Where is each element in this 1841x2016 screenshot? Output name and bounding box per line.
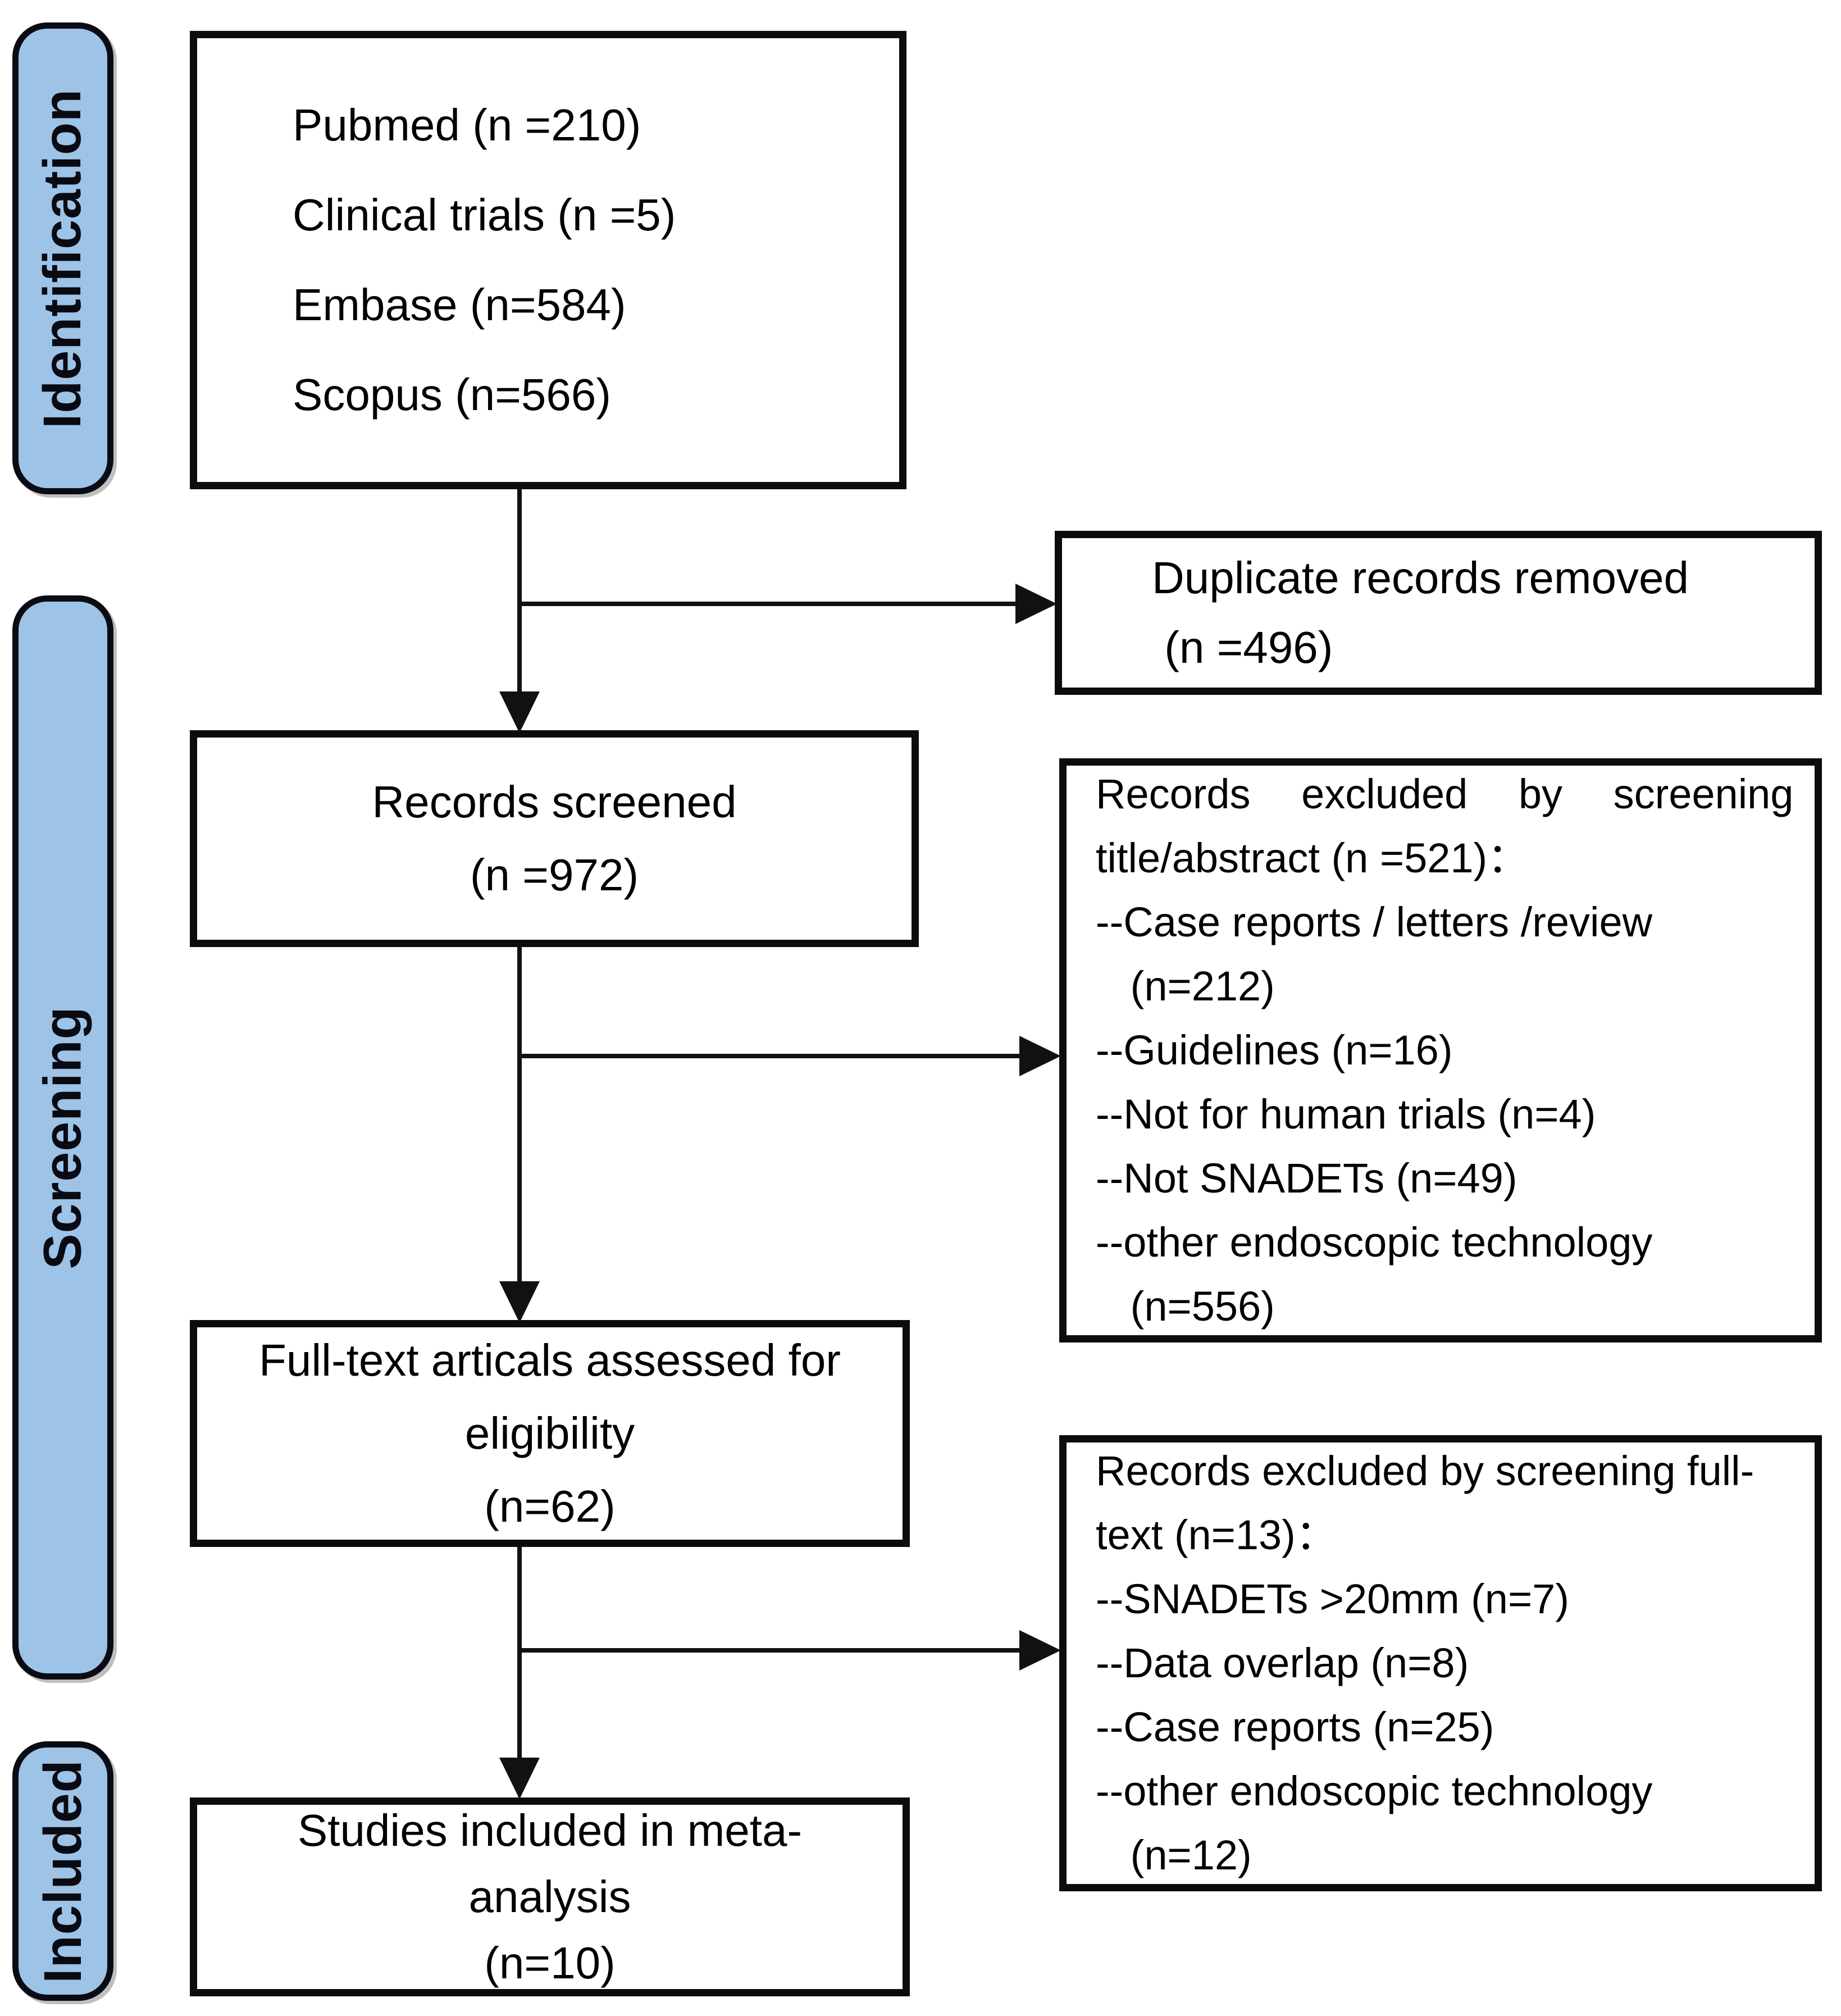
box-text-line: analysis	[468, 1872, 631, 1922]
box-text-line: Studies included in meta-	[297, 1805, 803, 1855]
arrowhead-into-excluded-title-abstract	[1019, 1036, 1061, 1076]
box-excluded-title-abstract: Records excluded by screening title/abstr…	[1059, 758, 1822, 1343]
box-identification-sources: Pubmed (n =210) Clinical trials (n =5) Emb…	[190, 31, 906, 489]
connector-sources-to-screened-line	[517, 489, 522, 698]
box-text-line: Records excluded by screening	[1096, 771, 1794, 817]
box-text-line: Records excluded by screening full-	[1096, 1448, 1755, 1494]
box-text-line: --Not SNADETs (n=49)	[1096, 1155, 1518, 1202]
box-text-line: title/abstract (n =521)：	[1096, 835, 1529, 881]
box-text-line: Scopus (n=566)	[293, 370, 612, 420]
arrowhead-into-fulltext-assessed	[499, 1281, 540, 1323]
box-text-line: Clinical trials (n =5)	[293, 190, 676, 240]
connector-branch-to-excluded-fulltext-line	[520, 1648, 1022, 1653]
box-text-line: --Data overlap (n=8)	[1096, 1640, 1469, 1686]
box-text-line: (n =972)	[470, 850, 639, 900]
box-text-line: Pubmed (n =210)	[293, 100, 641, 150]
arrowhead-into-duplicates-removed	[1015, 584, 1057, 624]
connector-branch-to-excluded-title-abstract-line	[520, 1054, 1022, 1058]
box-text-line: (n=556)	[1096, 1283, 1275, 1330]
box-text-line: Duplicate records removed	[1152, 553, 1689, 603]
box-text-line: (n=62)	[484, 1481, 616, 1531]
box-text-line: Records screened	[372, 777, 737, 827]
box-excluded-fulltext: Records excluded by screening full-text …	[1059, 1435, 1822, 1891]
stage-pill-included: Included	[12, 1741, 113, 2001]
arrowhead-into-excluded-fulltext	[1019, 1630, 1061, 1671]
box-text-line: eligibility	[464, 1408, 635, 1458]
box-text-line: --Case reports (n=25)	[1096, 1704, 1494, 1750]
box-text-line: --Case reports / letters /review	[1096, 899, 1653, 945]
box-text-line: Embase (n=584)	[293, 280, 626, 330]
box-text-line: --other endoscopic technology	[1096, 1219, 1653, 1266]
box-records-screened: Records screened (n =972)	[190, 730, 919, 947]
arrowhead-into-studies-included	[499, 1758, 540, 1799]
box-text-line: --other endoscopic technology	[1096, 1768, 1653, 1814]
box-text-line: text (n=13)：	[1096, 1512, 1337, 1558]
connector-branch-to-duplicates-line	[520, 602, 1018, 606]
box-text-line: --SNADETs >20mm (n=7)	[1096, 1576, 1569, 1622]
box-text-line: (n=10)	[484, 1938, 616, 1988]
box-fulltext-assessed: Full-text articals assessed for eligibili…	[190, 1320, 910, 1547]
arrowhead-into-records-screened	[499, 691, 540, 733]
box-duplicate-records-removed: Duplicate records removed (n =496)	[1055, 531, 1822, 695]
connector-fulltext-to-included-line	[517, 1547, 522, 1760]
stage-label-included: Included	[33, 1759, 93, 1983]
stage-pill-screening: Screening	[12, 595, 113, 1680]
box-text-line: Full-text articals assessed for	[259, 1335, 841, 1385]
stage-pill-identification: Identification	[12, 22, 113, 494]
stage-label-identification: Identification	[33, 88, 93, 429]
box-text-line: (n=12)	[1096, 1832, 1252, 1878]
box-studies-included: Studies included in meta-analysis (n=10)	[190, 1797, 910, 1996]
box-text-line: --Guidelines (n=16)	[1096, 1027, 1453, 1073]
box-text-line: (n=212)	[1096, 963, 1275, 1009]
box-text-line: --Not for human trials (n=4)	[1096, 1091, 1596, 1137]
stage-label-screening: Screening	[33, 1005, 93, 1269]
connector-screened-to-fulltext-line	[517, 947, 522, 1284]
box-text-line: (n =496)	[1152, 622, 1333, 672]
